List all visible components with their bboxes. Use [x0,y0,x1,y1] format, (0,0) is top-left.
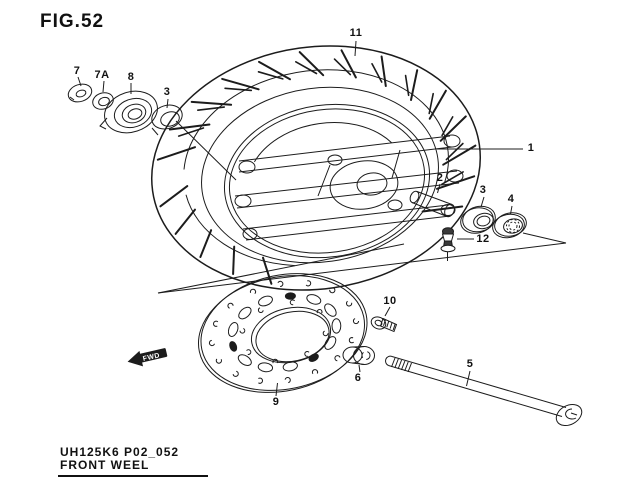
figure-title: FIG.52 [40,11,105,32]
seal-4-drawing [492,212,527,239]
callout-6: 6 [354,372,362,384]
washer-7a-drawing [92,92,114,110]
spacer-6-drawing [342,346,375,365]
fwd-arrow-icon: FWD [127,348,168,367]
fwd-arrow-label: FWD [142,352,161,363]
callout-7a: 7A [94,69,110,81]
callout-9: 9 [272,396,280,408]
callout-10: 10 [383,295,397,307]
callout-3-left: 3 [163,86,171,98]
callout-2: 2 [436,172,444,184]
callout-3-right: 3 [479,184,487,196]
valve-stem-drawing [440,227,456,253]
callout-1: 1 [527,142,535,154]
cap-7-drawing [67,83,93,103]
page-title: FRONT WEEL [60,458,150,472]
callout-7: 7 [73,65,81,77]
footer-rule [58,475,208,477]
callout-5: 5 [466,358,474,370]
page-code: UH125K6 P02_052 [60,445,180,459]
callout-12: 12 [476,233,490,245]
callout-11: 11 [349,27,363,39]
brake-disc-drawing [197,273,368,393]
bearing-left-drawing [151,104,183,130]
axle-drawing [385,355,583,427]
leader-lines [77,40,567,397]
callout-8: 8 [127,71,135,83]
wheel-rim-drawing [223,103,464,259]
callout-4: 4 [507,193,515,205]
bolt-drawing [370,316,398,333]
bearing-right-drawing [460,205,496,234]
speedometer-drive-drawing [99,90,159,136]
tire-drawing [150,45,482,291]
spacer-2-drawing [409,190,455,218]
